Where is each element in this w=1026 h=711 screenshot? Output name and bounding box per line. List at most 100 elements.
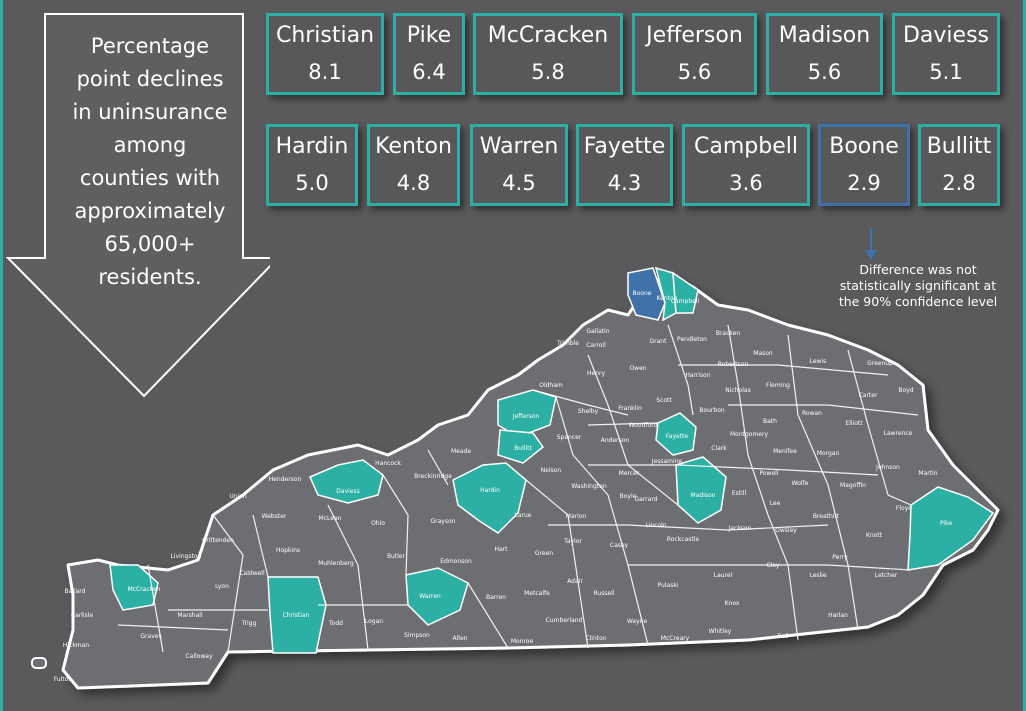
county-name: Jefferson xyxy=(646,23,743,48)
county-value: 5.8 xyxy=(531,60,565,84)
county-label: Wayne xyxy=(627,618,648,625)
county-label: Clark xyxy=(711,445,727,452)
county-value: 5.1 xyxy=(929,60,963,84)
county-label: Bullitt xyxy=(514,445,532,452)
county-fayette xyxy=(655,412,697,456)
county-label: Marion xyxy=(566,513,587,520)
arrow-caption-line: in uninsurance xyxy=(72,100,228,124)
arrow-caption: Percentage point declines in uninsurance… xyxy=(60,30,240,294)
county-box-jefferson: Jefferson 5.6 xyxy=(632,13,757,95)
county-label: Jackson xyxy=(728,525,752,532)
county-label: Hickman xyxy=(63,642,89,649)
county-label: Boone xyxy=(633,290,652,297)
county-value: 4.3 xyxy=(607,171,642,195)
county-label: Henry xyxy=(587,370,605,377)
county-label: Perry xyxy=(832,554,848,561)
county-label: Powell xyxy=(759,470,778,477)
county-label: Adair xyxy=(567,578,583,585)
fulton-enclave xyxy=(31,657,47,669)
county-value: 6.4 xyxy=(412,60,446,84)
county-label: Todd xyxy=(328,620,343,627)
county-label: Marshall xyxy=(177,612,203,619)
county-daviess xyxy=(309,459,384,504)
county-label: Grant xyxy=(650,338,668,345)
county-label: Muhlenberg xyxy=(318,560,354,567)
county-label: Hopkins xyxy=(276,547,300,554)
county-label: McCracken xyxy=(128,586,161,593)
county-label: Bath xyxy=(763,418,777,425)
county-label: Lyon xyxy=(215,583,229,590)
county-label: Washington xyxy=(571,483,606,490)
arrow-caption-line: point declines xyxy=(76,67,224,91)
county-label: Bourbon xyxy=(699,407,725,414)
county-label: Carlisle xyxy=(71,612,93,619)
county-box-mccracken: McCracken 5.8 xyxy=(473,13,623,95)
county-label: Meade xyxy=(451,448,471,455)
county-label: Christian xyxy=(283,612,310,619)
right-edge-accent xyxy=(1023,0,1026,711)
arrow-caption-line: counties with xyxy=(79,166,221,190)
county-mccracken xyxy=(109,564,159,611)
county-label: Clinton xyxy=(585,635,606,642)
arrow-down-icon xyxy=(865,228,877,260)
county-label: Floyd xyxy=(896,505,912,512)
county-label: Owsley xyxy=(775,527,797,534)
county-box-kenton: Kenton 4.8 xyxy=(367,124,460,206)
county-label: Johnson xyxy=(875,464,900,471)
county-label: Pendleton xyxy=(677,336,707,343)
county-label: Knox xyxy=(725,600,740,607)
county-kenton xyxy=(654,266,677,322)
county-label: Fleming xyxy=(766,382,790,389)
county-christian xyxy=(267,576,327,654)
county-box-fayette: Fayette 4.3 xyxy=(576,124,673,206)
county-name: Boone xyxy=(829,134,899,159)
county-box-bullitt: Bullitt 2.8 xyxy=(918,124,1000,206)
county-label: Leslie xyxy=(809,572,826,579)
county-label: Martin xyxy=(918,470,937,477)
county-bullitt xyxy=(497,429,545,464)
footnote-line: Difference was not xyxy=(859,262,977,277)
county-label: Green xyxy=(535,550,553,557)
county-name: Warren xyxy=(479,134,559,159)
county-label: Crittenden xyxy=(202,537,234,544)
county-label: Breckinridge xyxy=(414,473,452,480)
county-value: 5.6 xyxy=(677,60,712,84)
county-label: Breathitt xyxy=(813,513,840,520)
county-label: Monroe xyxy=(511,638,534,645)
county-name: McCracken xyxy=(487,23,609,48)
arrow-caption-line: 65,000+ xyxy=(104,232,196,256)
county-label: Kenton xyxy=(657,295,678,302)
county-value: 3.6 xyxy=(729,171,763,195)
county-label: Pike xyxy=(940,520,952,527)
county-label: Estill xyxy=(732,490,747,497)
arrow-caption-line: residents. xyxy=(98,265,202,289)
county-label: Hardin xyxy=(480,487,500,494)
county-campbell xyxy=(672,271,699,314)
county-label: Franklin xyxy=(618,405,642,412)
county-label: Letcher xyxy=(875,572,898,579)
county-label: Caldwell xyxy=(239,570,265,577)
county-label: Laurel xyxy=(714,572,733,579)
county-label: Edmonson xyxy=(440,558,472,565)
county-label: Gallatin xyxy=(586,328,609,335)
county-label: Bell xyxy=(777,633,788,640)
county-hardin xyxy=(452,462,527,534)
county-box-campbell: Campbell 3.6 xyxy=(682,124,810,206)
footnote-line: the 90% confidence level xyxy=(838,294,998,309)
county-label: Morgan xyxy=(817,450,840,457)
county-name: Christian xyxy=(275,23,375,48)
county-label: Anderson xyxy=(601,437,630,444)
county-value: 2.9 xyxy=(847,171,881,195)
kentucky-county-map: Boone Kenton Campbell Gallatin Trimble C… xyxy=(31,266,1000,690)
county-label: Calloway xyxy=(185,653,212,660)
county-name: Daviess xyxy=(902,23,989,48)
county-label: Carroll xyxy=(586,342,606,349)
county-label: Barren xyxy=(486,594,506,601)
county-value: 8.1 xyxy=(308,60,342,84)
county-label: Ohio xyxy=(371,520,385,527)
county-label: Robertson xyxy=(718,361,749,368)
county-label: Taylor xyxy=(563,538,582,545)
county-label: Scott xyxy=(656,397,672,404)
county-label: Mercer xyxy=(619,470,640,477)
county-name: Pike xyxy=(406,23,452,48)
